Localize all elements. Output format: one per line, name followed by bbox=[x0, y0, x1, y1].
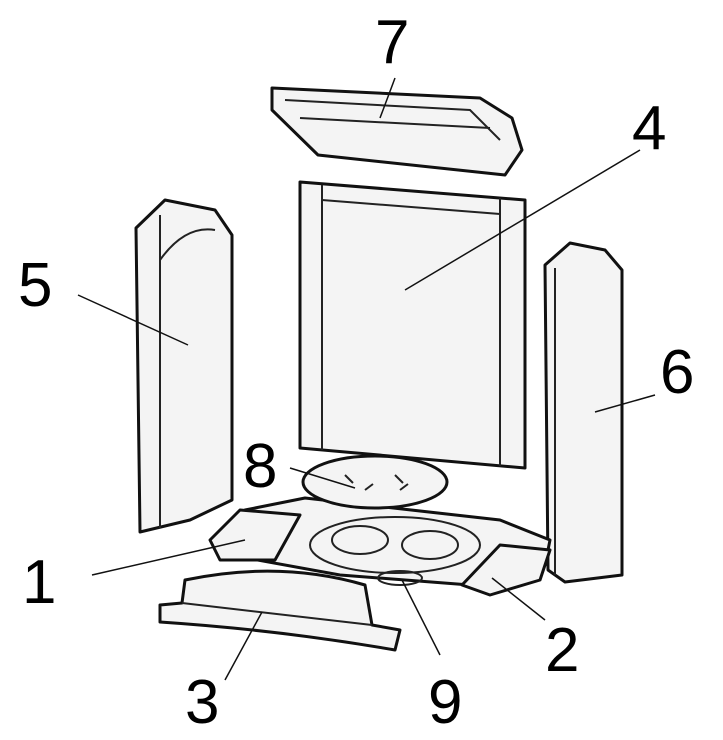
leader-1 bbox=[91, 539, 246, 576]
part-base bbox=[228, 496, 552, 587]
leader-7 bbox=[379, 77, 396, 119]
label-3: 3 bbox=[185, 668, 220, 737]
part-2-right-block bbox=[460, 543, 552, 597]
part-7-top-plate bbox=[270, 86, 524, 177]
leader-8 bbox=[289, 467, 356, 489]
label-8: 8 bbox=[243, 432, 278, 501]
label-2: 2 bbox=[545, 616, 580, 685]
leader-5 bbox=[77, 294, 189, 346]
part-3-front-piece bbox=[158, 569, 402, 652]
label-4: 4 bbox=[632, 94, 667, 163]
leader-4 bbox=[404, 149, 641, 291]
label-7: 7 bbox=[375, 8, 410, 77]
label-9: 9 bbox=[428, 668, 463, 737]
part-9-small-part bbox=[377, 570, 423, 586]
leader-9 bbox=[401, 579, 441, 656]
leader-2 bbox=[491, 577, 546, 621]
leader-6 bbox=[594, 394, 656, 413]
part-6-right-pillar bbox=[543, 241, 624, 584]
part-4-back-panel bbox=[298, 180, 527, 470]
part-8-disc bbox=[301, 454, 449, 510]
label-6: 6 bbox=[660, 338, 695, 407]
part-1-left-block bbox=[208, 508, 302, 562]
part-5-left-pillar bbox=[134, 198, 234, 534]
label-5: 5 bbox=[18, 251, 53, 320]
label-1: 1 bbox=[22, 548, 57, 617]
leader-3 bbox=[224, 611, 263, 681]
